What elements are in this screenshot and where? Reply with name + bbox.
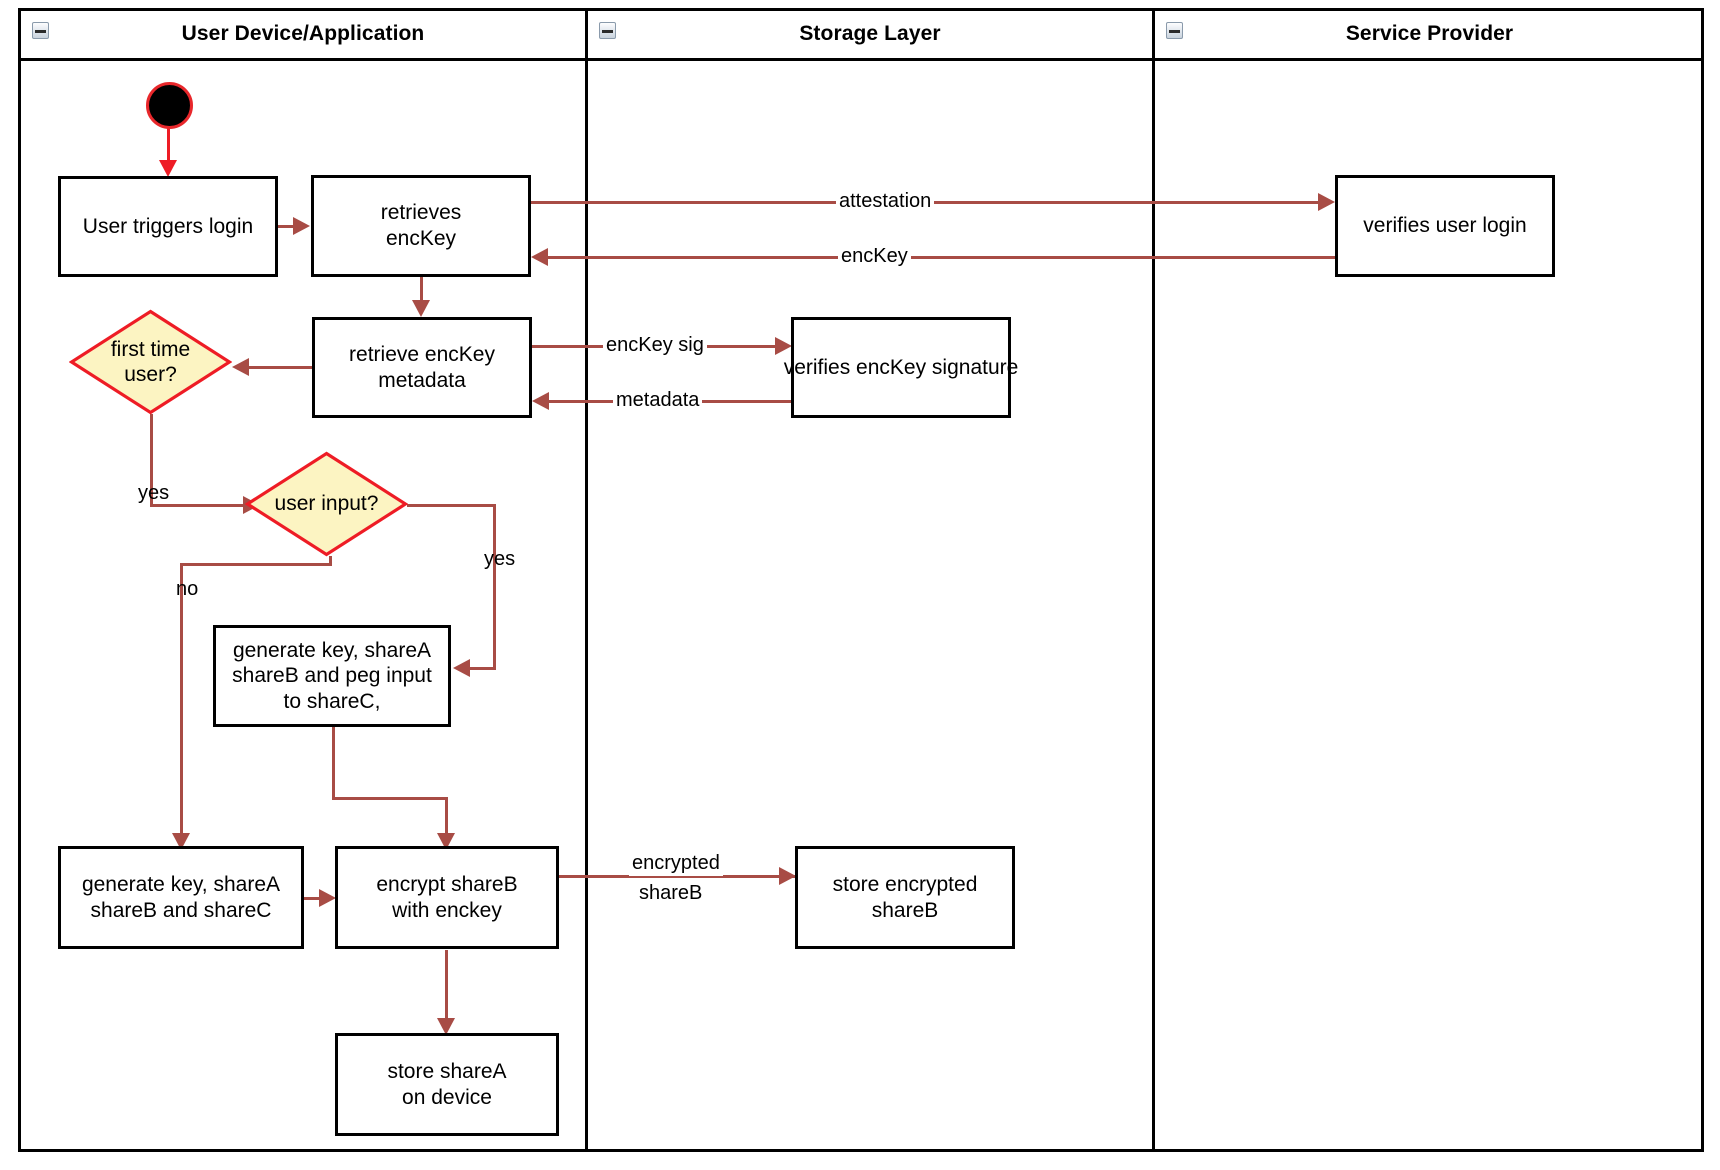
arrowhead-start-to-login <box>159 160 177 177</box>
action-label-line: generate key, shareA <box>232 638 432 662</box>
arrowhead-userinput-no <box>172 833 190 850</box>
edge-userinput-yes-horz <box>407 504 496 507</box>
action-generate-key-shares[interactable]: generate key, shareA shareB and shareC <box>58 846 304 949</box>
arrowhead-metadata <box>532 392 549 410</box>
action-label-line: retrieves <box>380 201 462 225</box>
edge-retrieve-to-metadata <box>420 277 423 302</box>
decision-diamond-shape <box>68 309 233 415</box>
action-label-line: shareB <box>871 898 939 922</box>
action-label-line: to shareC, <box>283 689 381 713</box>
action-label-line: store shareA <box>387 1059 507 1083</box>
arrowhead-peg-to-encrypt <box>437 833 455 850</box>
edge-userinput-yes-enter <box>467 667 496 670</box>
edge-userinput-yes-vert <box>493 504 496 670</box>
edge-shares-to-encrypt <box>304 897 320 900</box>
action-label-line: User triggers login <box>82 214 254 238</box>
action-label-line: on device <box>402 1085 492 1109</box>
arrowhead-enckey-return <box>531 248 548 266</box>
action-label-line: retrieve encKey <box>349 342 495 366</box>
decision-first-time-user[interactable]: first time user? <box>68 309 233 415</box>
arrowhead-metadata-to-firsttime <box>232 358 249 376</box>
edge-peg-horz <box>332 797 448 800</box>
action-user-triggers-login[interactable]: User triggers login <box>58 176 278 277</box>
guard-label-user-input-no: no <box>176 578 199 600</box>
edge-firsttime-yes-vert <box>150 414 153 507</box>
action-label-line: store encrypted <box>832 872 978 896</box>
arrowhead-userinput-yes <box>453 659 470 677</box>
arrowhead-retrieve-to-metadata <box>412 300 430 317</box>
action-label-line: verifies user login <box>1363 214 1527 238</box>
collapse-minus-icon-storage-layer[interactable] <box>599 22 616 39</box>
arrowhead-enckey-sig <box>775 337 792 355</box>
lane-title-storage-layer: Storage Layer <box>799 22 941 45</box>
edge-start-to-login <box>167 128 170 164</box>
action-label-line: shareB and shareC <box>90 898 272 922</box>
guard-label-user-input-yes: yes <box>484 548 516 570</box>
edge-userinput-no-stub <box>329 556 332 566</box>
guard-label-first-time-yes: yes <box>138 482 170 504</box>
action-label-line: generate key, shareA <box>81 872 281 896</box>
arrowhead-login-to-retrieve <box>293 217 310 235</box>
action-retrieves-enckey[interactable]: retrieves encKey <box>311 175 531 277</box>
arrowhead-attestation <box>1318 193 1335 211</box>
action-label-line: encKey <box>385 227 457 250</box>
edge-label-encrypted-shareb-line1: encrypted <box>629 852 723 876</box>
action-label-line: with enckey <box>392 898 502 922</box>
lane-title-user-device: User Device/Application <box>181 22 425 45</box>
action-generate-key-peg-input[interactable]: generate key, shareA shareB and peg inpu… <box>213 625 451 727</box>
action-retrieve-enckey-metadata[interactable]: retrieve encKey metadata <box>312 317 532 418</box>
edge-label-attestation: attestation <box>836 190 935 214</box>
edge-peg-down <box>332 727 335 800</box>
edge-peg-to-encrypt <box>445 797 448 837</box>
edge-label-enckey-sig: encKey sig <box>603 334 707 358</box>
arrowhead-encrypt-to-store-sharea <box>437 1018 455 1035</box>
action-label-line: shareB and peg input <box>232 664 432 688</box>
lane-header-divider <box>18 58 1704 61</box>
edge-userinput-no-vert <box>180 563 183 837</box>
collapse-minus-icon-service-provider[interactable] <box>1166 22 1183 39</box>
arrowhead-shares-to-encrypt <box>319 889 336 907</box>
lane-title-service-provider: Service Provider <box>1345 22 1514 45</box>
edge-enckey-return <box>545 256 1335 259</box>
collapse-minus-icon-user-device[interactable] <box>32 22 49 39</box>
action-label-line: encrypt shareB <box>376 872 518 896</box>
edge-label-enckey: encKey <box>838 245 911 269</box>
decision-diamond-shape <box>244 451 409 557</box>
edge-label-encrypted-shareb-line2: shareB <box>636 882 706 906</box>
action-verifies-enckey-signature[interactable]: verifies encKey signature <box>784 317 1018 418</box>
action-encrypt-shareb[interactable]: encrypt shareB with enckey <box>335 846 559 949</box>
action-label-line: verifies encKey signature <box>783 355 1019 379</box>
arrowhead-encrypted-shareb <box>779 867 796 885</box>
edge-encrypt-to-store-sharea <box>445 950 448 1022</box>
action-store-sharea-on-device[interactable]: store shareA on device <box>335 1033 559 1136</box>
edge-firsttime-yes-horz <box>150 504 246 507</box>
decision-user-input[interactable]: user input? <box>244 451 409 557</box>
edge-label-metadata: metadata <box>613 389 703 413</box>
lane-divider-2 <box>1152 8 1155 1152</box>
action-label-line: metadata <box>378 368 466 392</box>
initial-node <box>146 82 193 129</box>
edge-userinput-no-horz <box>180 563 332 566</box>
edge-encrypted-shareb <box>559 875 795 878</box>
action-store-encrypted-shareb[interactable]: store encrypted shareB <box>795 846 1015 949</box>
action-verifies-user-login[interactable]: verifies user login <box>1335 175 1555 277</box>
lane-divider-1 <box>585 8 588 1152</box>
edge-metadata-to-firsttime <box>246 366 314 369</box>
edge-login-to-retrieve <box>278 225 294 228</box>
